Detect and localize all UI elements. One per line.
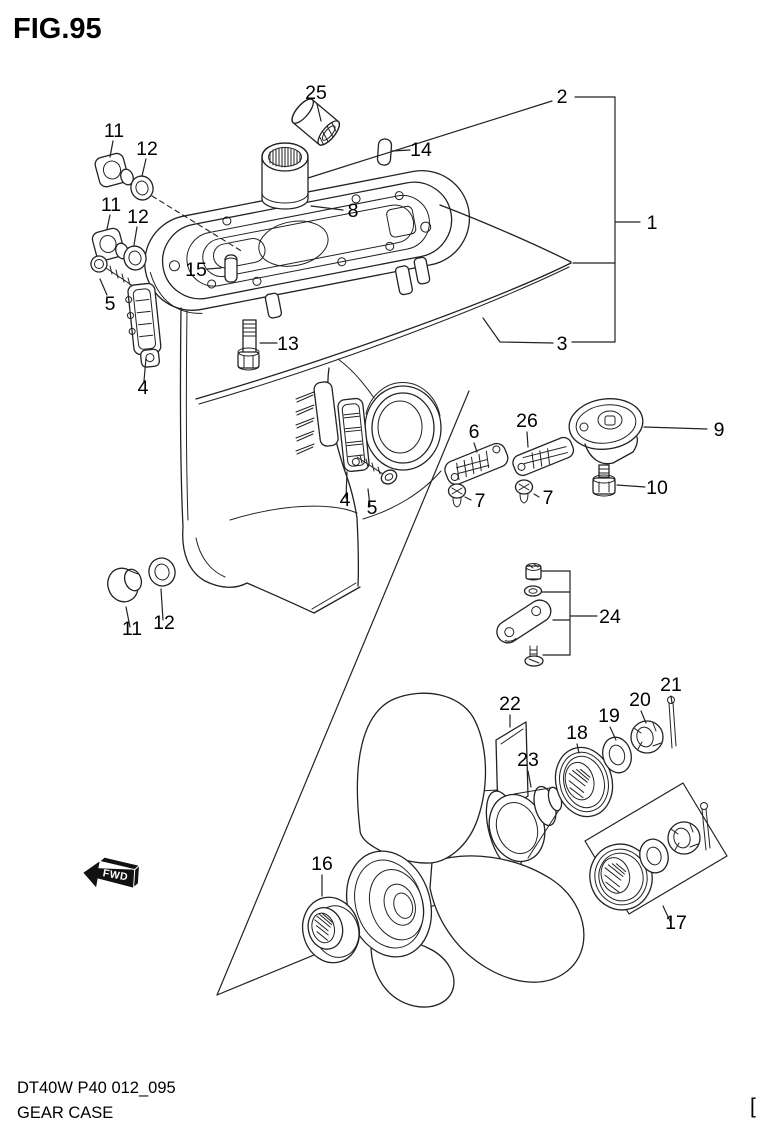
part-number-label: 20 <box>629 689 651 711</box>
part-number-label: 18 <box>566 722 588 744</box>
propeller <box>345 692 585 1008</box>
part-number-label: 21 <box>660 674 682 696</box>
part-11-plug-upper <box>94 152 134 188</box>
part-19-washer <box>602 736 632 774</box>
part-number-label: 26 <box>516 410 538 432</box>
gear-case-body <box>179 204 572 614</box>
part-7-screw-left <box>447 483 467 508</box>
part-number-label: 11 <box>122 618 142 640</box>
part-5-screw-right <box>356 454 398 485</box>
part-12-gasket-lower <box>123 245 147 271</box>
corner-mark: [ <box>750 1095 756 1118</box>
part-23-thrust-hub <box>457 785 563 870</box>
part-number-label: 2 <box>557 86 568 108</box>
fwd-arrow-side-face <box>132 864 141 889</box>
part-number-label: 19 <box>598 705 620 727</box>
figure-title: FIG.95 <box>13 13 102 45</box>
leader-lines <box>99 96 708 922</box>
part-number-label: 13 <box>277 333 299 355</box>
part-number-label: 3 <box>557 333 568 355</box>
part-18-spacer <box>554 746 614 818</box>
gear-case-flange <box>144 142 471 319</box>
fwd-arrow-icon <box>83 861 135 888</box>
part-number-label: 24 <box>599 606 621 628</box>
water-gills <box>295 391 315 455</box>
part-25-bearing <box>291 98 341 146</box>
part-number-label: 1 <box>647 212 658 234</box>
part-16-bush <box>301 896 361 964</box>
part-12-gasket-bottom <box>148 557 176 587</box>
part-number-label: 14 <box>410 139 432 161</box>
part-number-label: 4 <box>340 489 351 511</box>
part-number-label: 7 <box>475 490 486 512</box>
part-14-pin <box>376 138 393 166</box>
part-number-label: 11 <box>104 120 124 142</box>
fwd-badge-label: FWD <box>102 867 129 883</box>
part-17-kit <box>584 782 728 915</box>
part-number-label: 6 <box>469 421 480 443</box>
part-number-label: 12 <box>127 206 149 228</box>
part-number-label: 5 <box>367 497 378 519</box>
part-21-cotter-pin <box>667 696 677 749</box>
part-24-set <box>496 563 598 667</box>
part-number-label: 12 <box>136 138 158 160</box>
part-15-pin <box>224 254 238 283</box>
part-number-label: 25 <box>305 82 327 104</box>
model-code: DT40W P40 012_095 <box>17 1079 176 1097</box>
part-number-label: 17 <box>665 912 687 934</box>
part-12-gasket-upper <box>130 175 154 201</box>
part-number-label: 15 <box>185 259 207 281</box>
part-10-bolt <box>592 464 616 497</box>
part-20-nut <box>630 720 664 754</box>
part-6-plate <box>444 442 509 485</box>
part-number-label: 4 <box>138 377 149 399</box>
part-number-label: 12 <box>153 612 175 634</box>
part-number-label: 16 <box>311 853 333 875</box>
part-number-label: 9 <box>714 419 725 441</box>
part-number-label: 10 <box>646 477 668 499</box>
part-26-plate <box>512 436 575 477</box>
exploded-drawing <box>90 96 728 1008</box>
driveshaft-sleeve <box>261 142 309 210</box>
part-11-plug-bottom <box>107 567 143 603</box>
fwd-badge: FWD <box>83 856 141 889</box>
part-13-bolt <box>237 319 260 371</box>
part-4-anode-right <box>337 397 370 473</box>
bearing-boss <box>364 382 442 471</box>
figure-caption: GEAR CASE <box>17 1104 113 1122</box>
part-number-label: 23 <box>517 749 539 771</box>
part-number-label: 8 <box>348 200 359 222</box>
part-7-screw-right <box>514 479 534 504</box>
part-number-label: 7 <box>543 487 554 509</box>
part-number-label: 11 <box>101 194 121 216</box>
part-5-screw-upper <box>90 255 134 287</box>
part-9-trim-tab <box>568 398 644 465</box>
part-number-label: 22 <box>499 693 521 715</box>
part-number-label: 5 <box>105 293 116 315</box>
